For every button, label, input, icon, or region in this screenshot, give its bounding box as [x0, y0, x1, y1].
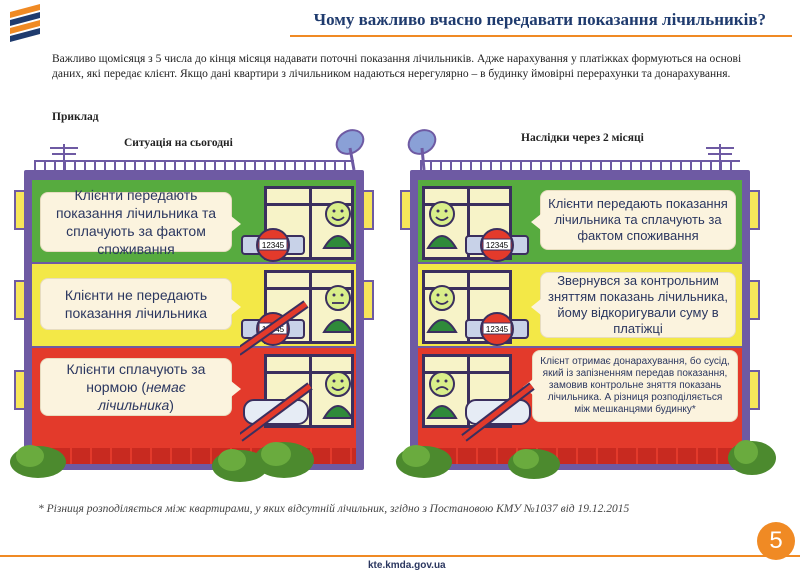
footnote: * Різниця розподіляється між квартирами,…	[38, 503, 630, 515]
bubble-floor-3: Клієнти сплачують за нормою (немає лічил…	[40, 358, 241, 416]
bush-icon	[396, 445, 452, 478]
side-window	[748, 370, 760, 410]
water-meter-icon: 12345	[241, 228, 305, 262]
bubble-floor-3: Клієнт отримає донарахування, бо сусід, …	[523, 350, 738, 422]
side-window	[14, 280, 26, 320]
meter-reading: 12345	[486, 241, 509, 250]
water-meter-icon: 12345	[465, 228, 529, 262]
bubble-floor-2: Звернувся за контрольним зняттям показан…	[531, 272, 736, 338]
title-divider	[290, 35, 792, 37]
meter-reading: 12345	[486, 325, 509, 334]
bush-icon	[728, 440, 776, 475]
bubble-floor-3-post: )	[169, 397, 174, 413]
meter-reading: 12345	[262, 241, 285, 250]
roof-rail	[420, 160, 740, 170]
bubble-floor-2: Клієнти не передають показання лічильник…	[40, 278, 241, 330]
bubble-floor-1: Клієнти передають показання лічильника т…	[531, 190, 736, 250]
left-subtitle: Ситуація на сьогодні	[124, 137, 233, 149]
page-title: Чому важливо вчасно передавати показання…	[313, 10, 766, 29]
pipe-crossed-icon	[461, 382, 535, 442]
side-window	[14, 370, 26, 410]
house-after: Клієнти передають показання лічильника т…	[396, 129, 776, 480]
side-window	[748, 280, 760, 320]
smile-face-icon	[426, 201, 458, 249]
side-window	[362, 280, 374, 320]
house-today-icons: 12345 12345	[240, 201, 354, 442]
intro-text: Важливо щомісяця з 5 числа до кінця міся…	[52, 53, 742, 80]
example-label: Приклад	[52, 111, 99, 123]
side-window	[362, 190, 374, 230]
logo-icon	[10, 4, 40, 42]
bubble-floor-3-pre: Клієнти сплачують за нормою (	[66, 361, 206, 395]
bubble-floor-3-em: немає лічильника	[98, 379, 186, 413]
side-window	[400, 190, 412, 230]
bush-icon	[508, 449, 560, 479]
bush-icon	[254, 442, 314, 478]
side-window	[748, 190, 760, 230]
house-today: Клієнти передають показання лічильника т…	[10, 129, 374, 482]
side-window	[14, 190, 26, 230]
footer-divider	[0, 555, 800, 557]
house-after-icons: 12345 12345	[426, 201, 535, 442]
bush-icon	[212, 449, 268, 482]
neutral-face-icon	[322, 285, 354, 333]
smile-face-icon	[322, 371, 354, 419]
bubble-floor-1: Клієнти передають показання лічильника т…	[40, 187, 241, 257]
smile-face-icon	[426, 285, 458, 333]
site-link[interactable]: kte.kmda.gov.ua	[362, 560, 452, 571]
page-number: 5	[757, 522, 795, 560]
right-subtitle: Наслідки через 2 місяці	[521, 132, 644, 144]
bush-icon	[10, 445, 66, 478]
brick-base	[418, 448, 742, 464]
roof-rail	[34, 160, 354, 170]
pipe-crossed-icon	[240, 382, 313, 442]
smile-face-icon	[322, 201, 354, 249]
sad-face-icon	[426, 371, 458, 419]
water-meter-crossed-icon: 12345	[240, 300, 309, 356]
satellite-dish-icon	[335, 129, 365, 170]
water-meter-icon: 12345	[465, 312, 529, 346]
